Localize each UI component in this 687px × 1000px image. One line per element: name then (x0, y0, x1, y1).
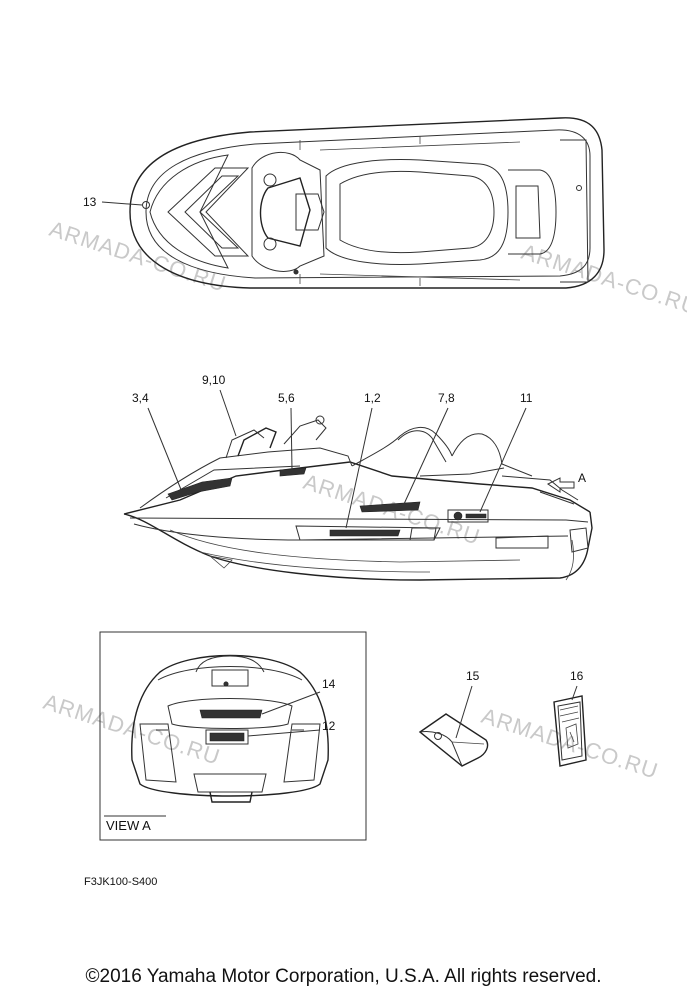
callout-1-2: 1,2 (364, 391, 381, 405)
callout-13: 13 (83, 195, 97, 209)
callout-14: 14 (322, 677, 336, 691)
copyright-notice: ©2016 Yamaha Motor Corporation, U.S.A. A… (85, 966, 602, 987)
callout-a: A (578, 471, 586, 485)
callout-12: 12 (322, 719, 336, 733)
part-15-pouch (418, 713, 489, 767)
callout-3-4: 3,4 (132, 391, 149, 405)
watermark: ARMADA-CO.RU (518, 239, 687, 320)
callout-15: 15 (466, 669, 480, 683)
callout-7-8: 7,8 (438, 391, 455, 405)
figure-code: F3JK100-S400 (84, 876, 157, 888)
callout-5-6: 5,6 (278, 391, 295, 405)
view-a-label: VIEW A (106, 818, 151, 833)
callout-9-10: 9,10 (202, 373, 226, 387)
side-view-watercraft (123, 415, 593, 581)
callout-11: 11 (520, 391, 533, 405)
view-a-arrow: A (547, 471, 586, 493)
view-a-panel: VIEW A (99, 631, 367, 841)
callout-16: 16 (570, 669, 584, 683)
watermarks: ARMADA-CO.RU ARMADA-CO.RU ARMADA-CO.RU A… (40, 216, 687, 784)
top-view-watercraft (129, 117, 605, 289)
watermark: ARMADA-CO.RU (478, 703, 661, 784)
